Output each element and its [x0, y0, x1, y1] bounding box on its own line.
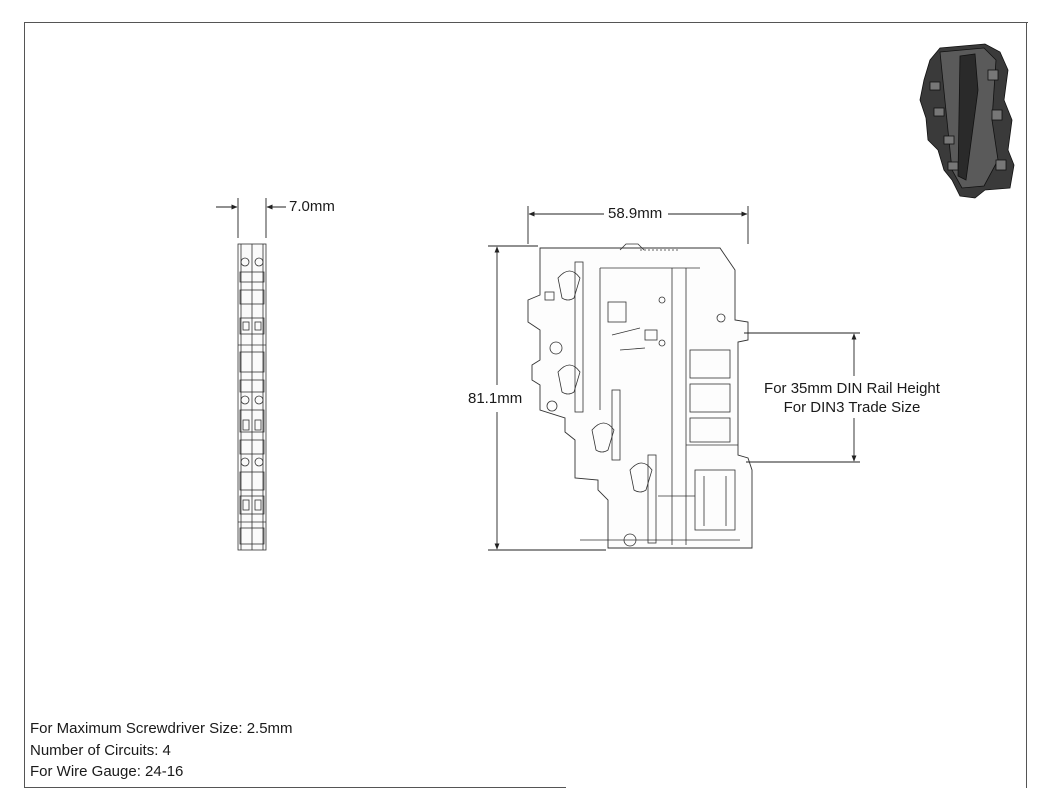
spec-notes: For Maximum Screwdriver Size: 2.5mm Numb…: [30, 718, 293, 783]
width-label: 7.0mm: [289, 198, 335, 215]
length-label: 58.9mm: [608, 205, 663, 222]
side-view: [237, 243, 267, 551]
height-dimension: [488, 245, 606, 551]
front-view: [527, 247, 753, 549]
border-top: [24, 22, 1028, 23]
border-left: [24, 22, 25, 788]
din-rail-note-line2: For DIN3 Trade Size: [783, 399, 921, 416]
din-rail-note: For 35mm DIN Rail Height For DIN3 Trade …: [752, 379, 952, 417]
spec-screwdriver: For Maximum Screwdriver Size: 2.5mm: [30, 720, 293, 737]
height-label: 81.1mm: [468, 390, 523, 407]
width-dimension: [216, 198, 286, 238]
front-view-internals: [544, 243, 740, 547]
length-dimension: [527, 206, 749, 244]
spec-circuits: Number of Circuits: 4: [30, 741, 171, 759]
border-right: [1026, 22, 1027, 788]
din-rail-dimension: [744, 332, 860, 463]
side-view-details: [238, 257, 266, 545]
din-rail-note-line1: For 35mm DIN Rail Height: [764, 380, 940, 397]
border-bottom-partial: [24, 787, 566, 788]
spec-wire-gauge: For Wire Gauge: 24-16: [30, 763, 184, 780]
isometric-thumbnail: [919, 43, 1015, 199]
